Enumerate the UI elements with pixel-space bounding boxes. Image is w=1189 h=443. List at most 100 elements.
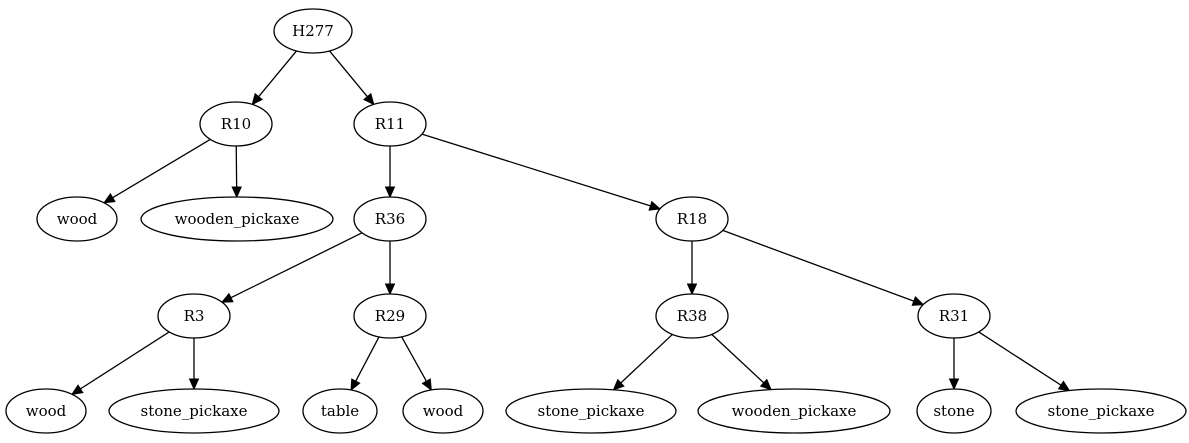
edge-line [328,50,368,98]
node-stone-pickaxe: stone_pickaxe [108,388,280,434]
node-label: stone [933,402,974,420]
edge-n-h277-to-n-r10 [251,50,298,106]
edge-n-r36-to-n-r29 [384,241,396,296]
edge-line [401,336,427,382]
arrowhead-icon [220,292,234,303]
node-table: table [302,388,378,434]
arrowhead-icon [231,186,242,199]
node-ellipse [655,293,729,339]
node-wood: wood [36,196,118,242]
arrowhead-icon [362,92,375,106]
edge-n-r3-to-n-stone-pickaxe-1 [188,338,200,391]
arrowhead-icon [759,378,772,391]
node-label: stone_pickaxe [1048,402,1155,420]
node-wood: wood [402,388,484,434]
edge-line [978,331,1062,386]
node-r31: R31 [917,293,991,339]
node-label: wooden_pickaxe [732,402,857,420]
arrowhead-icon [384,283,396,296]
node-label: wooden_pickaxe [175,210,300,228]
node-label: stone_pickaxe [141,402,248,420]
node-ellipse [1015,388,1187,434]
edge-n-r31-to-n-stone-pickaxe-3 [978,331,1071,392]
arrowhead-icon [911,296,925,306]
edge-line [421,133,651,207]
edge-n-r11-to-n-r36 [384,146,396,199]
node-r3: R3 [157,293,231,339]
edge-n-r10-to-n-wooden-pickaxe-1 [231,145,242,199]
node-ellipse [157,293,231,339]
arrowhead-icon [251,92,264,106]
edge-n-r38-to-n-wooden-pickaxe-2 [711,333,772,391]
edges-layer [71,50,1071,395]
node-stone-pickaxe: stone_pickaxe [1015,388,1187,434]
node-label: wood [26,402,67,420]
node-label: R38 [677,307,707,325]
node-r10: R10 [199,101,273,147]
arrowhead-icon [384,186,396,199]
node-label: R29 [375,307,405,325]
edge-line [620,333,673,384]
edge-n-h277-to-n-r11 [328,50,375,106]
arrowhead-icon [1057,380,1071,392]
node-ellipse [199,101,273,147]
node-label: wood [57,210,98,228]
node-label: table [321,402,359,420]
node-stone-pickaxe: stone_pickaxe [505,388,677,434]
node-ellipse [353,196,427,242]
arrowhead-icon [350,378,361,392]
node-label: H277 [292,22,334,40]
edge-line [722,229,915,302]
node-ellipse [353,101,427,147]
edge-n-r38-to-n-stone-pickaxe-2 [612,333,673,391]
node-ellipse [302,388,378,434]
node-label: R10 [221,115,251,133]
node-label: R18 [677,210,707,228]
arrowhead-icon [421,378,432,392]
node-ellipse [108,388,280,434]
edge-n-r29-to-n-wood-3 [401,336,432,392]
node-wooden-pickaxe: wooden_pickaxe [140,196,334,242]
edge-line [112,138,211,199]
edge-n-r3-to-n-wood-2 [71,331,170,395]
node-label: R36 [375,210,405,228]
node-h277: H277 [273,8,353,54]
node-label: stone_pickaxe [538,402,645,420]
edge-n-r31-to-n-stone [948,338,960,391]
edge-n-r11-to-n-r18 [421,133,662,211]
node-label: wood [423,402,464,420]
node-r18: R18 [655,196,729,242]
node-wooden-pickaxe: wooden_pickaxe [697,388,891,434]
node-label: R31 [939,307,969,325]
node-ellipse [140,196,334,242]
node-r38: R38 [655,293,729,339]
node-stone: stone [916,388,992,434]
edge-n-r29-to-n-table [350,336,380,392]
arrowhead-icon [612,378,625,391]
node-r29: R29 [353,293,427,339]
node-ellipse [353,293,427,339]
node-r11: R11 [353,101,427,147]
node-ellipse [655,196,729,242]
node-ellipse [36,196,118,242]
arrowhead-icon [648,200,662,211]
edge-n-r18-to-n-r31 [722,229,925,306]
node-ellipse [273,8,353,54]
edge-line [711,333,765,384]
node-ellipse [5,388,87,434]
node-wood: wood [5,388,87,434]
edge-line [80,331,170,390]
node-r36: R36 [353,196,427,242]
arrowhead-icon [948,378,960,391]
edge-line [230,232,363,299]
node-ellipse [505,388,677,434]
node-ellipse [917,293,991,339]
edge-line [355,336,380,382]
node-label: R11 [375,115,405,133]
arrowhead-icon [686,283,698,296]
node-ellipse [697,388,891,434]
node-ellipse [916,388,992,434]
arrowhead-icon [71,384,84,395]
